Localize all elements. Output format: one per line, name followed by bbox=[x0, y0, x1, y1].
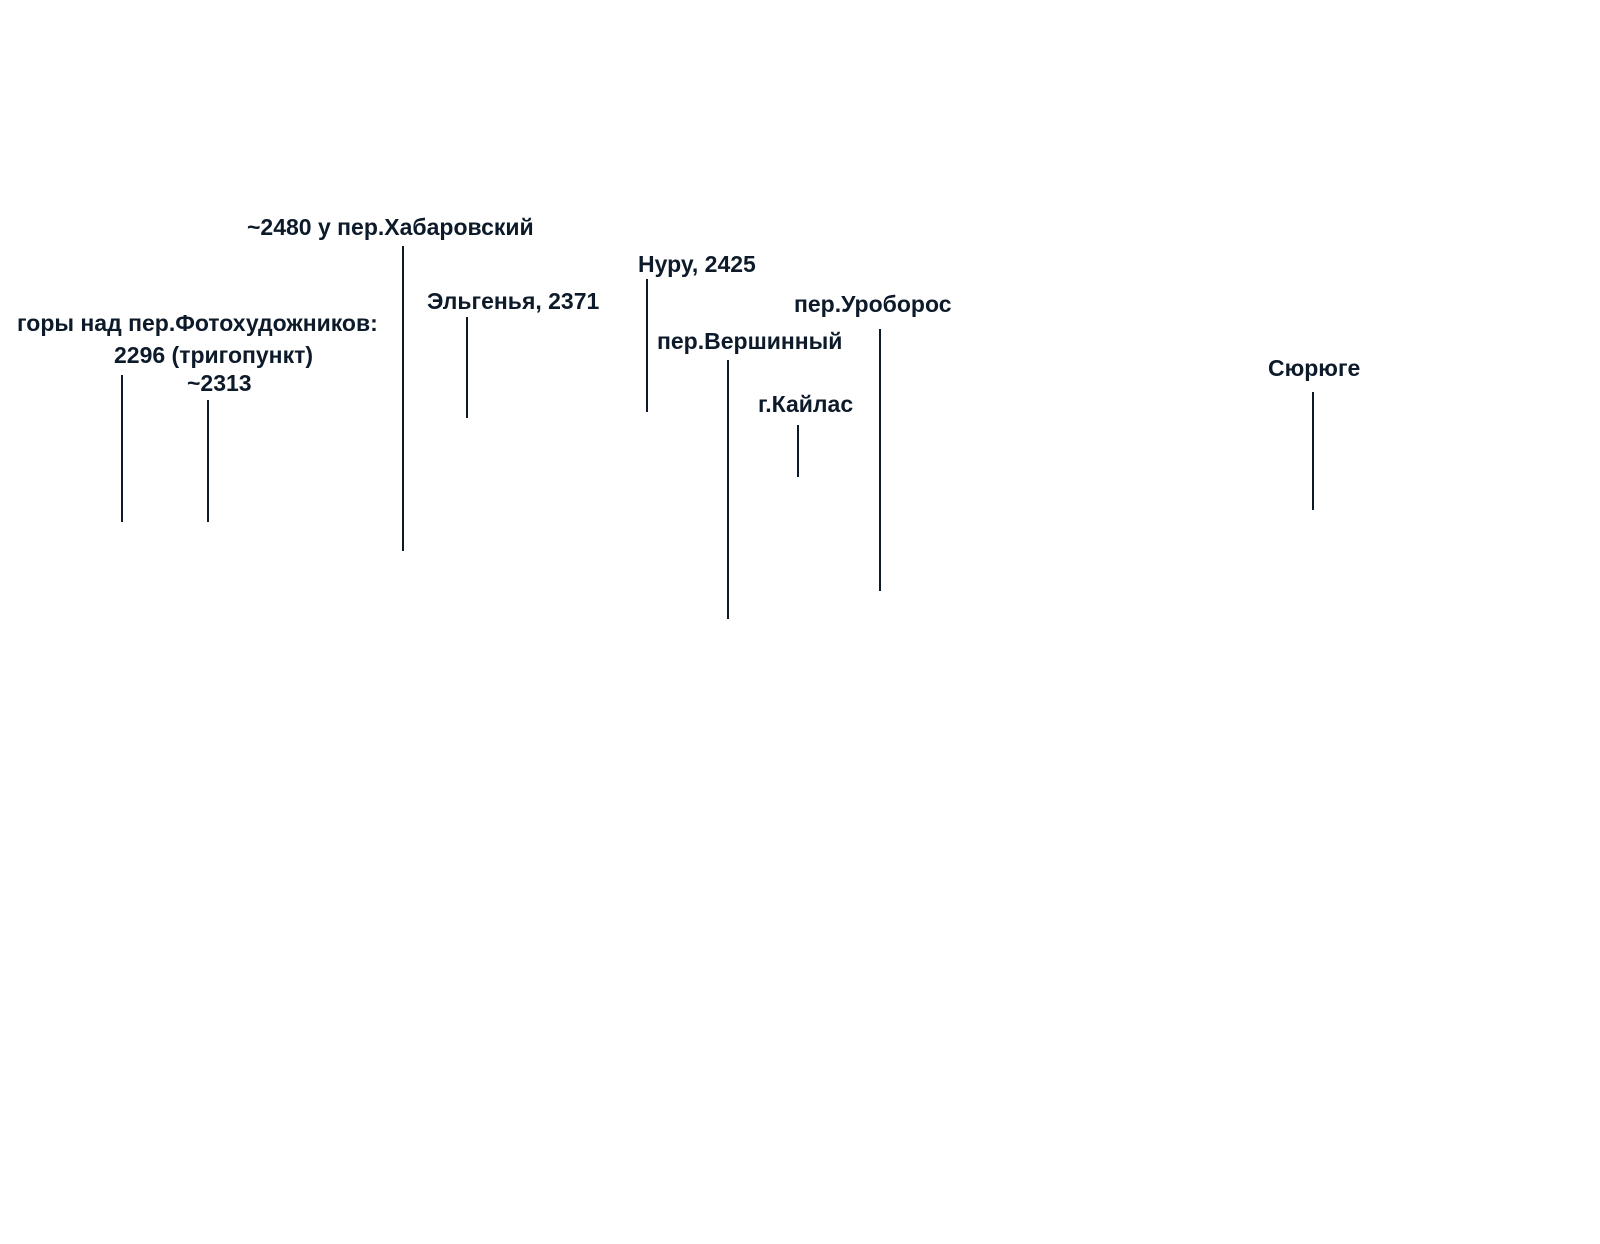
label-elgenya: Эльгенья, 2371 bbox=[427, 288, 600, 314]
line-syuryuge bbox=[1312, 392, 1314, 510]
label-khabarovsky-pass: ~2480 у пер.Хабаровский bbox=[247, 214, 534, 240]
line-nuru bbox=[646, 279, 648, 412]
label-uroboros-pass: пер.Уроборос bbox=[794, 291, 952, 317]
label-kailas: г.Кайлас bbox=[758, 391, 854, 417]
line-vershinny-pass bbox=[727, 360, 729, 619]
label-vershinny-pass: пер.Вершинный bbox=[657, 328, 843, 354]
line-peak-2313 bbox=[207, 400, 209, 522]
label-trigopunkt: 2296 (тригопункт) bbox=[114, 342, 314, 368]
line-khabarovsky-pass bbox=[402, 246, 404, 551]
line-uroboros-pass bbox=[879, 329, 881, 591]
label-peak-2313: ~2313 bbox=[187, 370, 252, 396]
label-fotokhudozhnikov-mountains: горы над пер.Фотохудожников: bbox=[17, 310, 378, 336]
line-elgenya bbox=[466, 317, 468, 418]
line-trigopunkt bbox=[121, 375, 123, 522]
line-kailas bbox=[797, 425, 799, 477]
label-syuryuge: Сюрюге bbox=[1268, 355, 1361, 381]
label-nuru: Нуру, 2425 bbox=[638, 251, 756, 277]
